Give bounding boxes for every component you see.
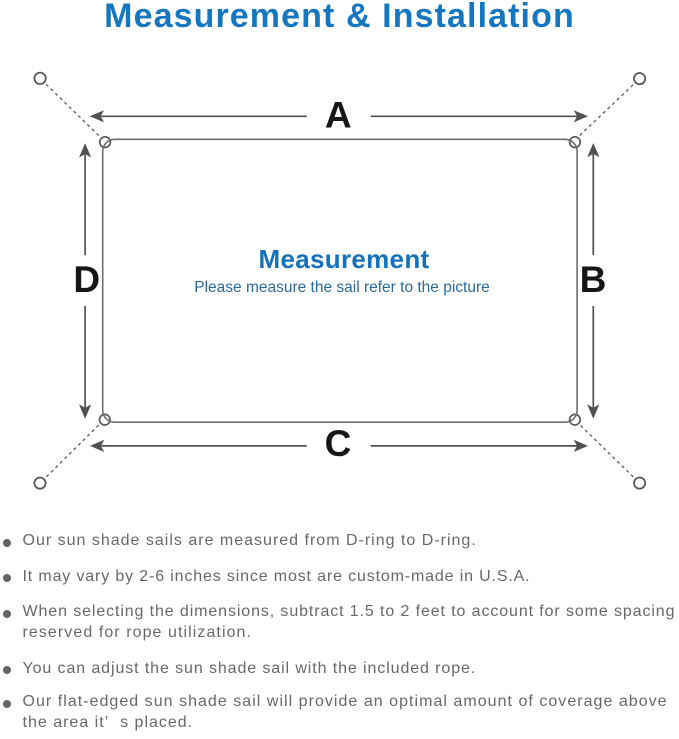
svg-text:C: C	[325, 423, 352, 464]
svg-text:B: B	[580, 259, 607, 300]
svg-text:D: D	[73, 259, 100, 300]
svg-text:A: A	[325, 94, 352, 135]
